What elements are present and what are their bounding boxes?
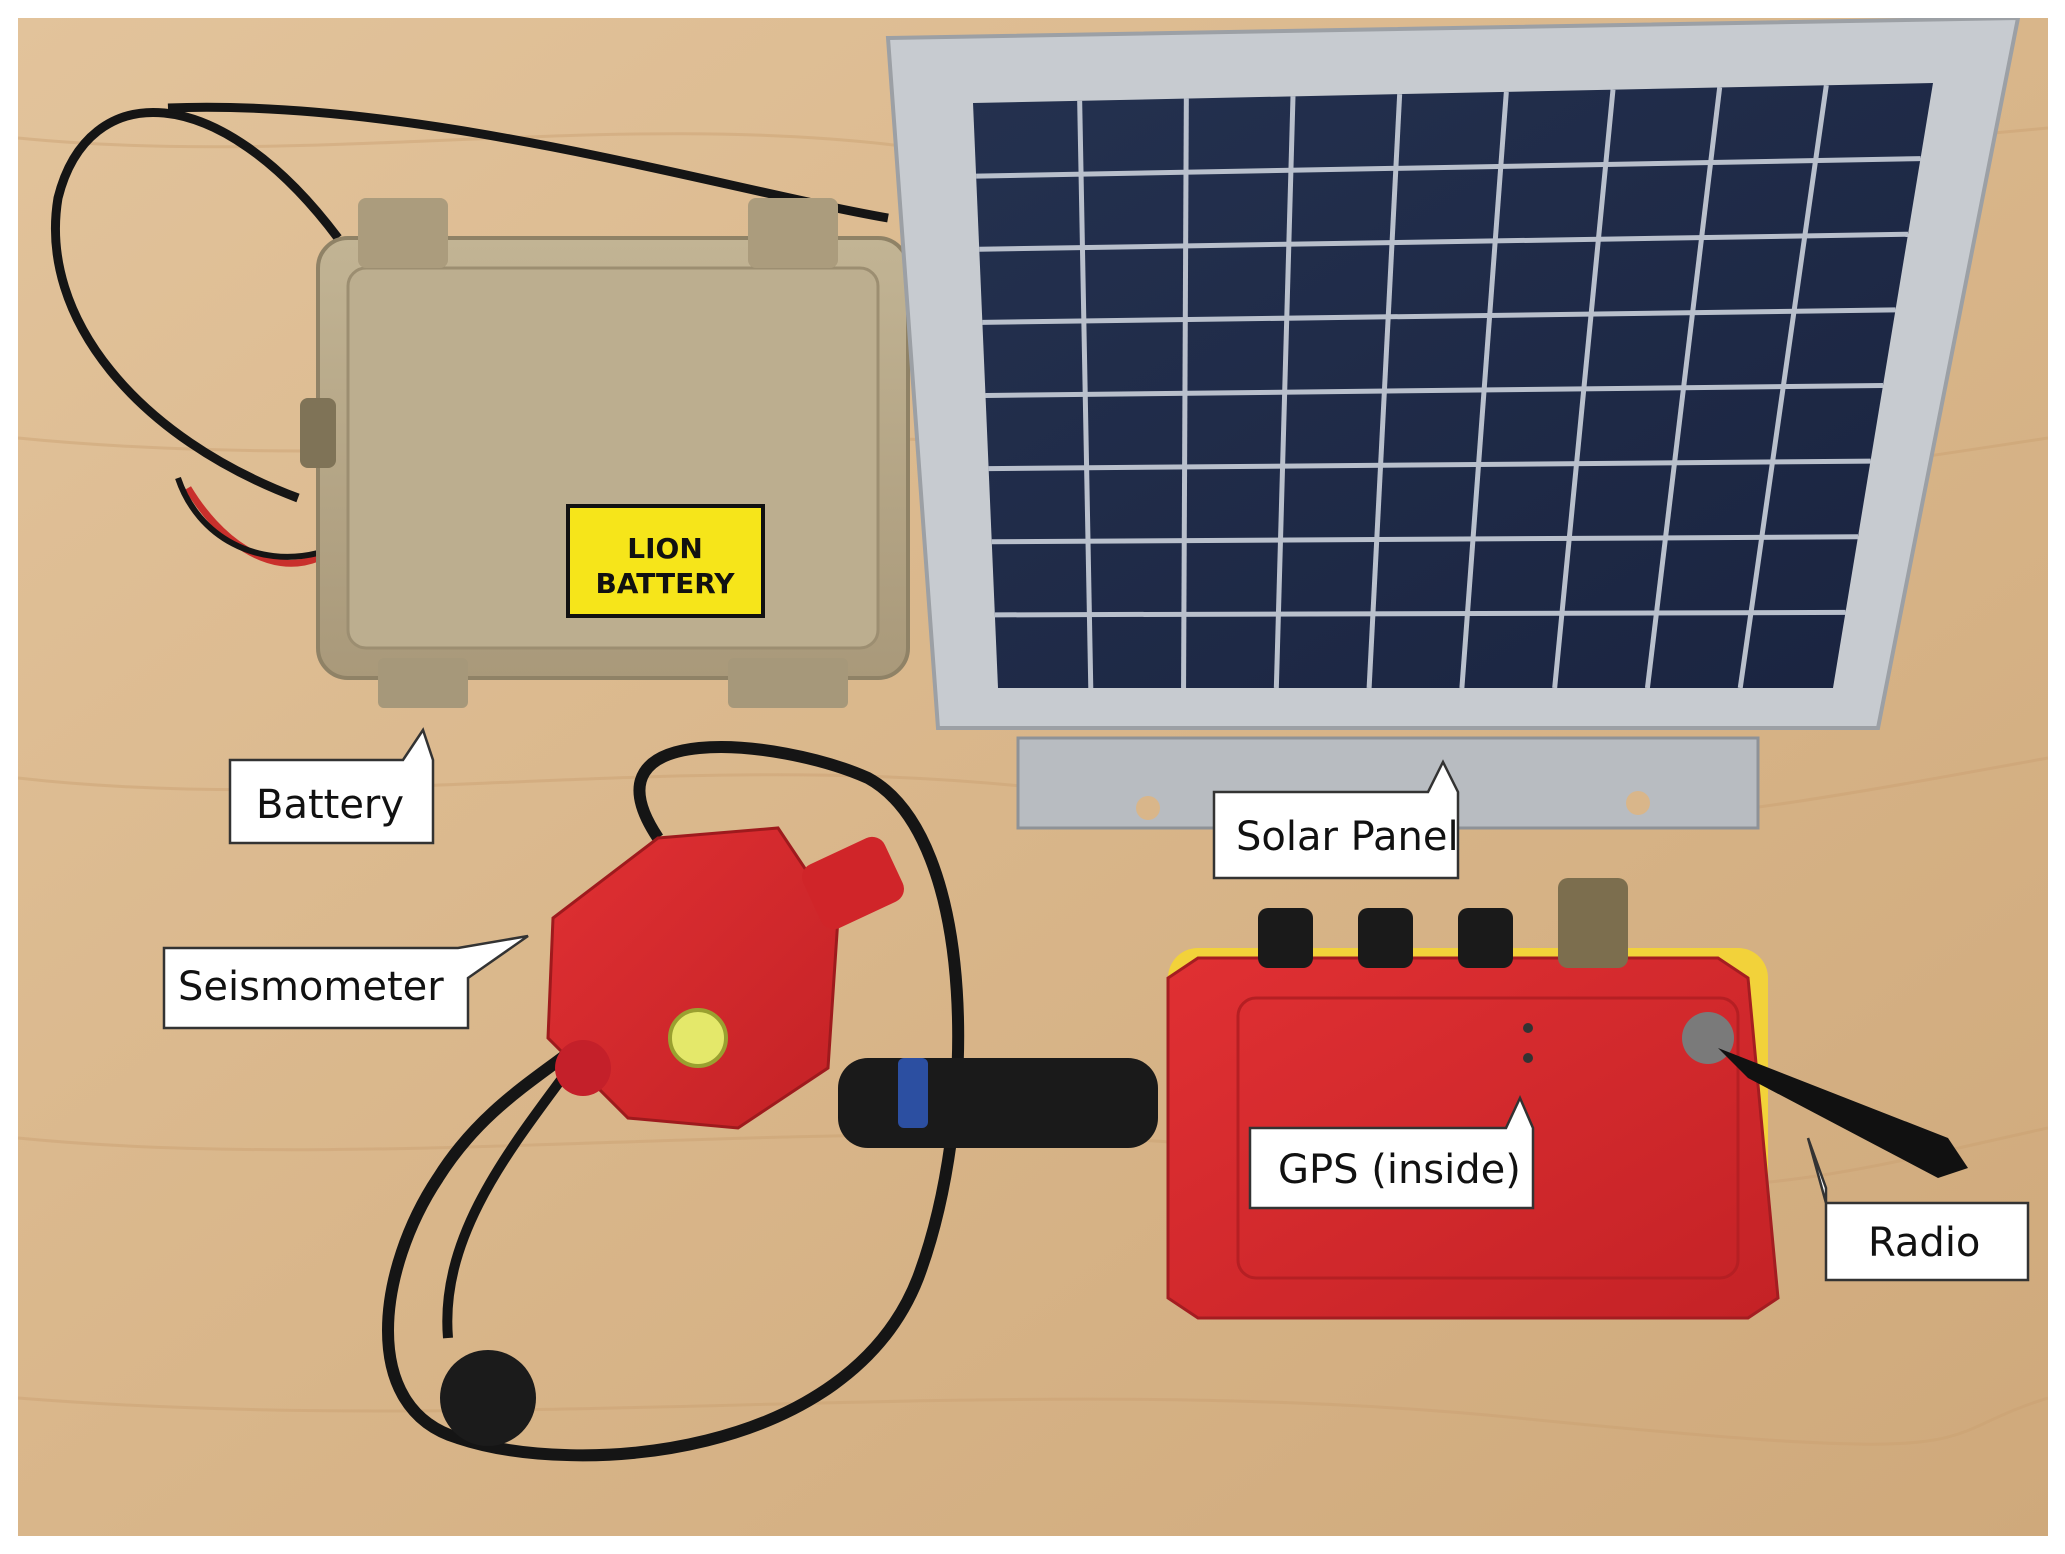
cable-cap (440, 1350, 536, 1446)
battery-label: LION BATTERY (566, 504, 765, 618)
radio-antenna (1682, 1012, 1968, 1178)
main-connector (838, 1058, 1158, 1148)
panel-cell-grid (976, 84, 1921, 689)
callout-gps: GPS (inside) (1248, 1094, 1535, 1210)
callout-battery-text: Battery (256, 782, 404, 828)
callout-solar-panel-text: Solar Panel (1236, 814, 1459, 860)
solar-panel (885, 18, 2021, 830)
black-wire (175, 477, 319, 560)
callout-solar-panel: Solar Panel (1212, 759, 1460, 880)
panel-grid-hline (982, 307, 1896, 325)
seismometer-cable (382, 741, 965, 1462)
digitizer-ports (1258, 878, 1628, 968)
callout-battery: Battery (228, 727, 435, 845)
callout-seismometer: Seismometer (162, 934, 529, 1030)
blue-clip (898, 1058, 928, 1128)
battery-cable-loop (50, 108, 342, 503)
callout-radio: Radio (1806, 1137, 2030, 1282)
callout-radio-text: Radio (1868, 1220, 1980, 1266)
panel-grid-hline (985, 383, 1884, 398)
callout-seismometer-text: Seismometer (178, 964, 444, 1010)
battery-label-line1: LION (627, 532, 703, 565)
battery-case (300, 198, 910, 708)
battery-label-line2: BATTERY (595, 567, 735, 600)
seismometer (546, 826, 904, 1130)
equipment-photo: LION BATTERY (18, 18, 2048, 1536)
panel-grid-hline (991, 534, 1859, 545)
callout-gps-text: GPS (inside) (1278, 1147, 1521, 1193)
panel-grid-hline (979, 231, 1909, 252)
panel-grid-hline (976, 156, 1921, 179)
panel-grid-hline (994, 609, 1846, 618)
panel-grid-hline (988, 458, 1871, 472)
